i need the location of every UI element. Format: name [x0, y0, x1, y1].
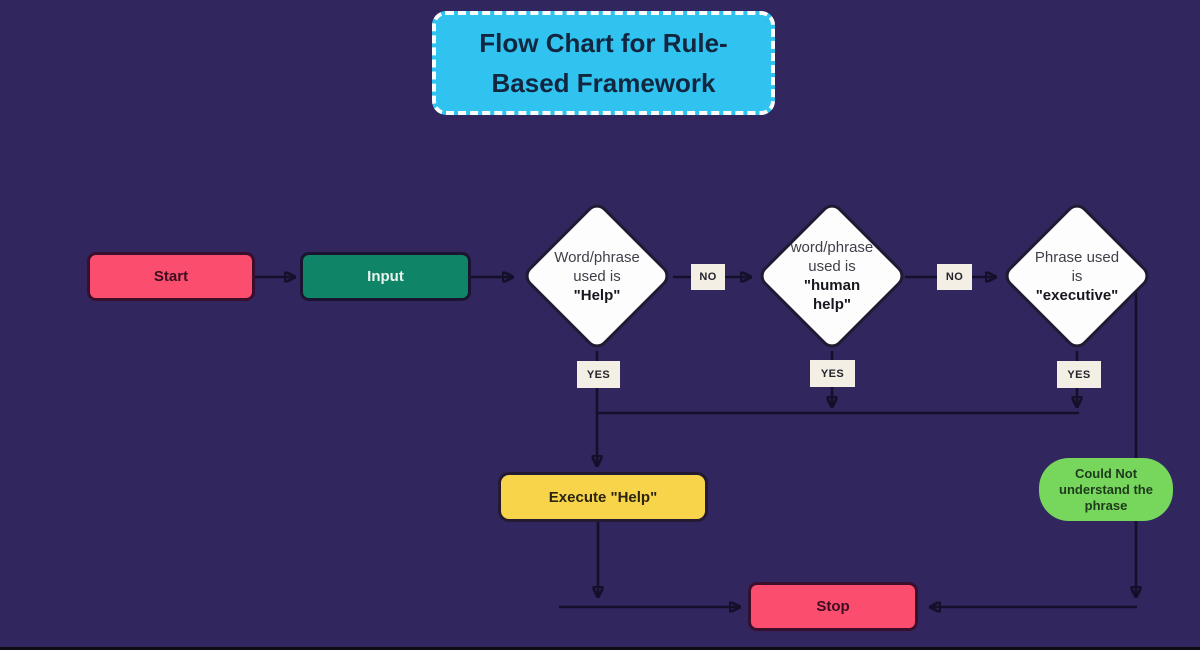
decision1-text-bold: "Help": [573, 286, 621, 304]
could-not-understand-text: Could Not understand the phrase: [1059, 465, 1153, 513]
start-node: Start: [87, 252, 255, 301]
chart-title-line1: Flow Chart for Rule-: [479, 28, 728, 58]
decision1-label: Word/phrase used is "Help": [522, 214, 672, 338]
yes-label-3: YES: [1057, 361, 1101, 388]
yes-label-1: YES: [577, 361, 620, 388]
decision3-text-line1: Phrase used: [1034, 248, 1120, 266]
decision2-text-bold1: "human: [803, 277, 861, 294]
input-node: Input: [300, 252, 471, 301]
decision3-text-line2: is: [1071, 267, 1083, 285]
decision1-text-line2: used is: [573, 267, 621, 285]
yes-label-2: YES: [810, 360, 855, 387]
chart-title-line2: Based Framework: [491, 68, 716, 98]
decision3-label: Phrase used is "executive": [1002, 214, 1152, 338]
no-label-2: NO: [937, 264, 972, 290]
decision2-text-line1: word/phrase: [790, 239, 874, 256]
decision3-text-bold: "executive": [1035, 286, 1119, 304]
chart-title: Flow Chart for Rule- Based Framework: [432, 11, 775, 115]
bottom-edge-strip: [0, 647, 1200, 650]
decision2-label: word/phrase used is "human help": [757, 214, 907, 338]
could-not-understand-node: Could Not understand the phrase: [1039, 458, 1173, 521]
decision1-text-line1: Word/phrase: [554, 248, 640, 266]
decision2-text-bold2: help": [813, 296, 851, 313]
decision2-text-line2: used is: [808, 258, 856, 275]
no-label-1: NO: [691, 264, 725, 290]
stop-node: Stop: [748, 582, 918, 631]
execute-help-node: Execute "Help": [498, 472, 708, 522]
